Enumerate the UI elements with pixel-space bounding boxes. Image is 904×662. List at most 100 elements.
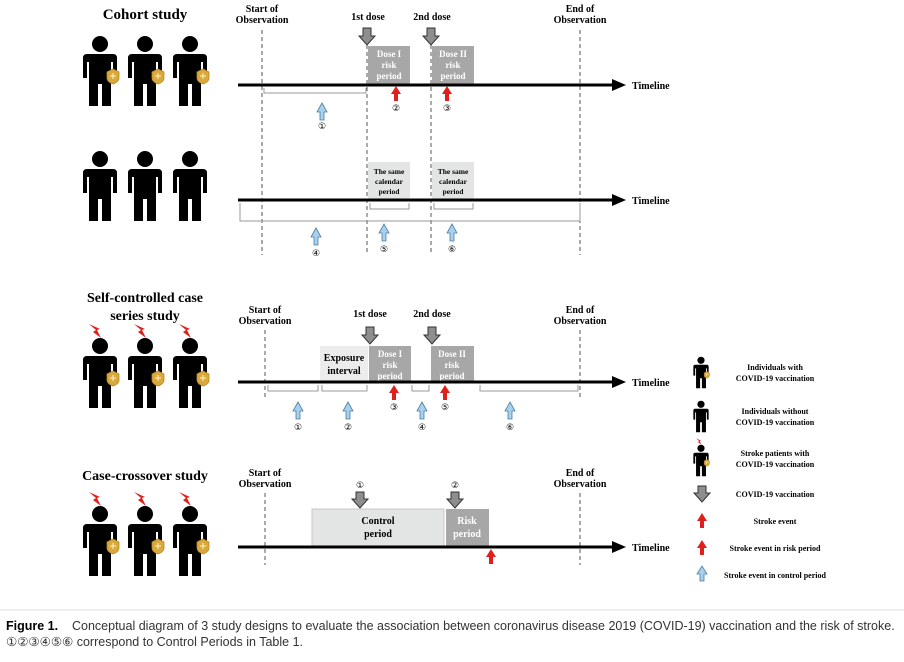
person-icon (83, 151, 117, 221)
stroke-risk-arrow-icon (442, 86, 452, 101)
end-observation-label: Observation (554, 15, 607, 26)
timeline-arrowhead (612, 541, 626, 553)
stroke-control-arrow-icon (378, 223, 390, 242)
dose1-risk-label: risk (382, 360, 397, 370)
same-calendar-label: The same (374, 167, 405, 176)
stroke-control-arrow-icon (310, 227, 322, 246)
dose1-risk-box (368, 46, 410, 84)
dose2-risk-label: risk (444, 360, 459, 370)
caption-text: Conceptual diagram of 3 study designs to… (6, 619, 895, 649)
stroke-risk-arrow-icon (440, 385, 450, 400)
cc-dashed-lines (264, 493, 581, 565)
control-marker: ⑥ (506, 422, 514, 432)
end-observation-label: Observation (554, 479, 607, 490)
dose2-risk-label: risk (445, 60, 460, 70)
control-bracket (263, 88, 367, 94)
person-icon (173, 151, 207, 221)
control-bracket (239, 203, 581, 222)
person-icon (693, 400, 709, 433)
legend-label: COVID-19 vaccination (736, 490, 815, 499)
legend: Individuals with COVID-19 vaccination In… (692, 356, 827, 582)
control-marker: ④ (418, 422, 426, 432)
dose2-risk-label: Dose II (438, 349, 466, 359)
red-up-arrow-icon (697, 540, 707, 555)
timeline-arrowhead (612, 376, 626, 388)
control-marker: ① (318, 121, 326, 131)
start-observation-label: Start of (246, 4, 279, 15)
control-marker: ③ (390, 402, 398, 412)
control-marker: ③ (443, 103, 451, 113)
person-stroke-vaccinated-icon (128, 492, 165, 576)
end-observation-label: End of (566, 4, 595, 15)
exposure-interval-label: interval (327, 366, 361, 377)
person-vaccinated-icon (173, 36, 210, 106)
stroke-event-arrow-icon (486, 549, 496, 564)
same-calendar-label: The same (438, 167, 469, 176)
cohort-dashed-lines (261, 30, 581, 255)
control-marker: ⑥ (448, 244, 456, 254)
sccs-title: series study (110, 309, 180, 324)
dose1-risk-box (369, 346, 411, 383)
first-dose-label: 1st dose (351, 12, 385, 23)
stroke-risk-arrow-icon (389, 385, 399, 400)
control-marker: ① (356, 480, 364, 490)
control-bracket (433, 203, 474, 210)
legend-label: COVID-19 vaccination (736, 418, 815, 427)
first-dose-label: 1st dose (353, 309, 387, 320)
risk-period-label: period (453, 529, 481, 540)
stroke-control-arrow-icon (504, 401, 516, 420)
sccs-dashed-lines (264, 330, 581, 400)
control-bracket (369, 203, 410, 210)
person-vaccinated-icon (83, 36, 120, 106)
stroke-control-arrow-icon (292, 401, 304, 420)
same-calendar-box (432, 162, 474, 199)
vaccination-arrow-icon (360, 326, 380, 345)
person-stroke-vaccinated-icon (83, 324, 120, 408)
start-observation-label: Start of (249, 468, 282, 479)
dose2-risk-label: Dose II (439, 49, 467, 59)
dose2-risk-box (431, 346, 474, 383)
control-marker: ④ (312, 248, 320, 258)
sccs-brackets (267, 385, 579, 392)
start-observation-label: Observation (239, 316, 292, 327)
vaccination-arrow-icon (350, 491, 370, 509)
vaccination-arrow-icon (357, 27, 377, 46)
same-calendar-label: period (443, 187, 465, 196)
exposure-interval-box (320, 346, 368, 382)
sccs-title: Self-controlled case (87, 291, 203, 306)
control-marker: ① (294, 422, 302, 432)
control-marker: ⑤ (380, 244, 388, 254)
control-period-label: period (364, 529, 392, 540)
legend-label: COVID-19 vaccination (736, 460, 815, 469)
timeline-label: Timeline (632, 196, 670, 207)
figure-caption: Figure 1. Conceptual diagram of 3 study … (6, 618, 896, 650)
stroke-control-arrow-icon (316, 102, 328, 121)
start-observation-label: Start of (249, 305, 282, 316)
person-stroke-vaccinated-icon (83, 492, 120, 576)
person-icon (128, 151, 162, 221)
same-calendar-box (368, 162, 410, 199)
person-stroke-vaccinated-icon (693, 438, 710, 477)
cc-people-group (83, 492, 210, 576)
legend-label: Individuals with (747, 363, 803, 372)
vaccination-arrow-icon (692, 485, 712, 503)
person-stroke-vaccinated-icon (173, 324, 210, 408)
stroke-control-arrow-icon (416, 401, 428, 420)
person-stroke-vaccinated-icon (173, 492, 210, 576)
cohort-title: Cohort study (103, 7, 188, 23)
control-marker: ② (344, 422, 352, 432)
timeline-arrowhead (612, 79, 626, 91)
person-vaccinated-icon (128, 36, 165, 106)
end-observation-label: End of (566, 305, 595, 316)
case-crossover-title: Case-crossover study (82, 469, 208, 484)
stroke-control-arrow-icon (446, 223, 458, 242)
red-up-arrow-icon (697, 513, 707, 528)
person-stroke-vaccinated-icon (128, 324, 165, 408)
control-period-box (311, 508, 445, 547)
stroke-risk-arrow-icon (391, 86, 401, 101)
vaccination-arrow-icon (445, 491, 465, 509)
control-period-label: Control (361, 516, 394, 527)
timeline-label: Timeline (632, 543, 670, 554)
legend-label: Stroke event (754, 517, 797, 526)
control-marker: ⑤ (441, 402, 449, 412)
